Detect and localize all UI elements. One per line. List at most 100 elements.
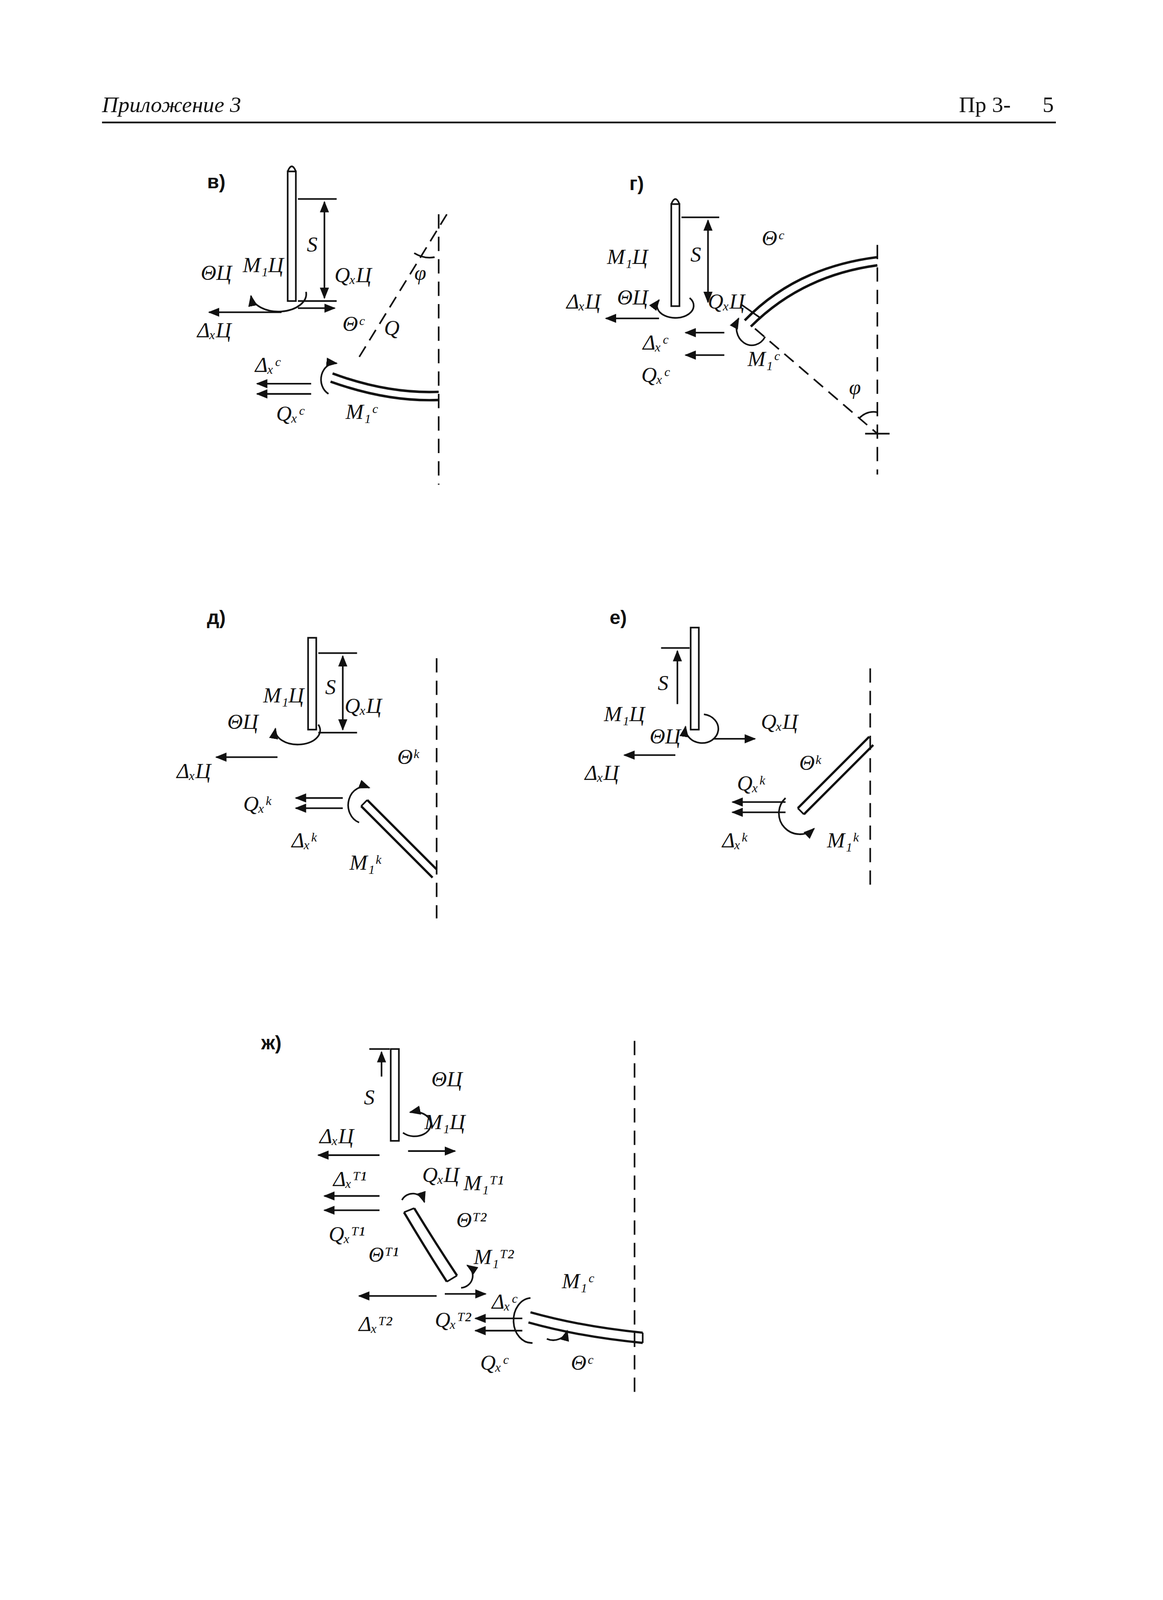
symbol-label: M₁Ц [263, 684, 304, 707]
symbol-label: ΔₓЦ [584, 762, 619, 784]
panel-letter: в) [206, 171, 226, 192]
displacement-arrow [318, 1153, 380, 1156]
displacement-arrow [606, 317, 659, 320]
shell [330, 381, 439, 401]
panel-e [624, 627, 874, 886]
angle-arc [414, 252, 435, 258]
panel-zh [318, 1040, 643, 1393]
symbol-label: Θᵏ [799, 752, 821, 774]
symbol-label: M₁ᵏ [827, 829, 859, 852]
cone-wall [797, 736, 874, 814]
angle-arc [859, 411, 878, 418]
break-mark [671, 199, 680, 205]
displacement-arrow [732, 811, 786, 814]
force-arrow [444, 1292, 486, 1295]
symbol-label: S [325, 676, 337, 699]
moment-arc [461, 1265, 473, 1288]
radius-line [359, 214, 448, 357]
symbol-label: M₁ᵏ [349, 852, 381, 874]
symbol-label: Θᶜ [342, 313, 364, 335]
cylinder-wall [671, 204, 680, 307]
moment-arc [736, 318, 766, 345]
symbol-label: Δₓᶜ [491, 1291, 516, 1313]
break-mark [287, 166, 296, 172]
moment-arc [320, 363, 337, 394]
shell-edge [642, 1332, 644, 1343]
force-arrow [257, 392, 312, 395]
displacement-arrow [685, 331, 725, 334]
torus-edge [447, 1275, 458, 1282]
symbol-label: Q [384, 317, 400, 340]
symbol-label: Δₓᵏ [722, 829, 747, 852]
symbol-label: ΘЦ [649, 725, 681, 748]
axis-line [876, 244, 879, 475]
symbol-label: φ [849, 376, 861, 399]
displacement-arrow [324, 1194, 380, 1197]
axis-line [437, 214, 440, 485]
axis-line [633, 1040, 636, 1393]
force-arrow [407, 1149, 455, 1152]
moment-arc [401, 1193, 425, 1202]
symbol-label: M₁Ц [242, 254, 284, 277]
symbol-label: S [306, 234, 318, 256]
moment-arc [685, 714, 719, 743]
symbol-label: Θᵀ² [456, 1209, 487, 1231]
displacement-arrow [359, 1294, 437, 1297]
torus-edge [403, 1208, 414, 1213]
panel-letter: ж) [261, 1033, 282, 1053]
symbol-label: Δₓᵏ [291, 829, 317, 852]
force-arrow [295, 797, 343, 799]
symbol-label: Qₓᵏ [243, 793, 272, 815]
shell [751, 265, 878, 327]
symbol-label: M₁Ц [603, 703, 645, 726]
symbol-label: ΔₓЦ [319, 1125, 354, 1148]
symbol-label: ΘЦ [227, 711, 259, 733]
cylinder-wall [390, 1048, 399, 1141]
symbol-label: Qₓᵏ [736, 772, 765, 795]
symbol-label: ΘЦ [200, 262, 232, 284]
axis-line [869, 668, 872, 886]
shell [744, 257, 878, 321]
symbol-label: ΔₓЦ [176, 760, 211, 783]
displacement-arrow [216, 756, 278, 758]
panel-d [216, 637, 438, 919]
cone-edge [797, 807, 804, 814]
panel-letter: г) [629, 174, 644, 194]
symbol-label: M₁ᵀ² [473, 1245, 515, 1268]
symbol-label: ΔₓЦ [566, 291, 601, 313]
displacement-arrow [624, 754, 676, 757]
symbol-label: Qₓᶜ [641, 364, 669, 386]
symbol-label: Δₓᵀ¹ [333, 1168, 367, 1190]
torus-wall [403, 1208, 457, 1282]
dim-tick [369, 1047, 390, 1050]
header-text: Приложение 3 [102, 93, 242, 117]
moment-arc [513, 1297, 533, 1343]
symbol-label: M₁ᶜ [345, 401, 377, 423]
symbol-label: QₓЦ [707, 291, 745, 313]
moment-arc [348, 786, 370, 823]
dim-tick [298, 198, 337, 201]
symbol-label: M₁ᶜ [747, 348, 779, 370]
dim-line [707, 220, 710, 303]
symbol-label: ΔₓЦ [197, 319, 232, 342]
symbol-label: Θᵀ¹ [368, 1244, 399, 1266]
cylinder-wall [308, 637, 317, 730]
displacement-arrow [257, 382, 312, 385]
dim-tick [661, 647, 690, 649]
dim-tick [318, 652, 357, 654]
symbol-label: Δₓᶜ [255, 354, 280, 376]
cone-edge [360, 799, 367, 806]
symbol-label: Δₓᶜ [643, 332, 668, 354]
force-arrow [298, 307, 335, 309]
symbol-label: M₁Ц [424, 1111, 465, 1133]
dim-line [380, 1051, 383, 1077]
dim-line [341, 655, 344, 730]
symbol-label: Δₓᵀ² [358, 1313, 392, 1335]
axis-line [435, 658, 438, 919]
dim-tick [681, 216, 720, 219]
radius-line [755, 328, 878, 434]
symbol-label: QₓЦ [761, 711, 798, 733]
symbol-label: M₁Ц [607, 246, 648, 268]
shell [528, 1312, 644, 1343]
